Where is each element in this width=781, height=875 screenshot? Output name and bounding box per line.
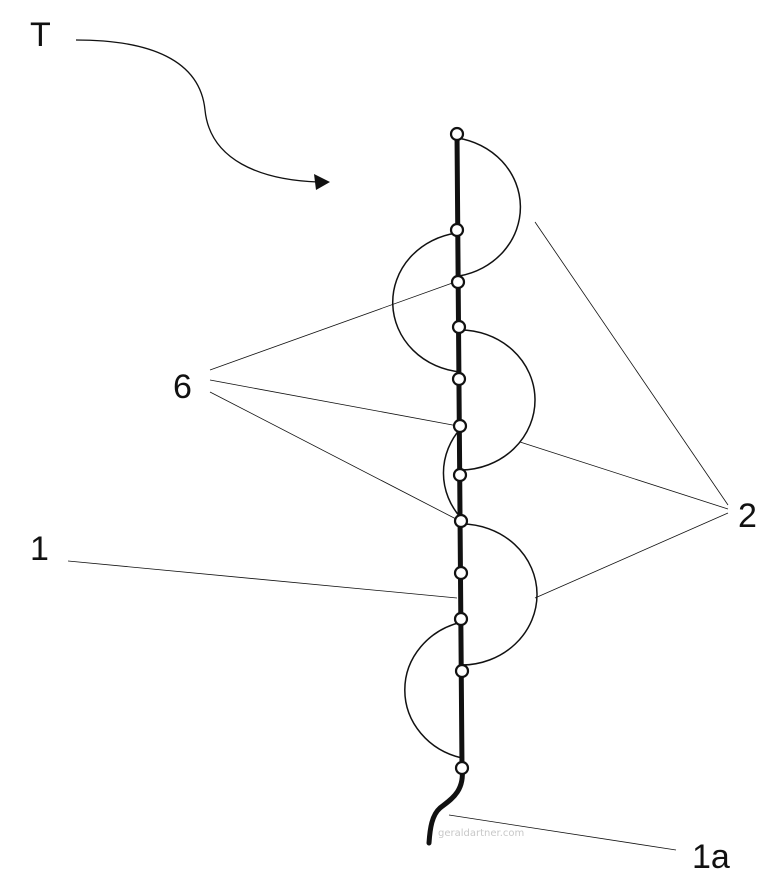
watermark: geraldartner.com xyxy=(438,828,524,839)
label-2: 2 xyxy=(738,497,757,535)
node xyxy=(454,760,470,776)
loop-left-2 xyxy=(442,427,462,519)
node xyxy=(454,663,470,679)
spine-tail xyxy=(426,765,465,846)
node xyxy=(453,513,469,529)
node xyxy=(453,565,469,581)
leader-2-b xyxy=(519,441,729,510)
node xyxy=(449,222,465,238)
node xyxy=(451,319,467,335)
label-1a: 1a xyxy=(692,838,730,875)
arrowhead-icon xyxy=(314,174,330,190)
loop-left-3 xyxy=(404,621,463,759)
loop-right-2 xyxy=(458,329,536,471)
loop-right-1 xyxy=(456,137,522,277)
leader-6-a xyxy=(209,280,459,371)
spine-line xyxy=(454,131,465,771)
leader-6-b xyxy=(209,379,459,427)
leader-6-c xyxy=(209,391,459,521)
label-6: 6 xyxy=(173,368,192,406)
arrow-t xyxy=(75,39,330,190)
leader-1a xyxy=(448,814,677,851)
loops xyxy=(391,137,538,759)
node xyxy=(451,371,467,387)
node xyxy=(450,274,466,290)
node xyxy=(449,126,465,142)
leader-1 xyxy=(67,560,458,599)
loop-left-1 xyxy=(391,232,462,373)
nodes xyxy=(449,126,470,776)
spine xyxy=(426,131,465,846)
leader-lines xyxy=(67,221,729,851)
leader-2-a xyxy=(534,221,729,506)
leader-2-c xyxy=(534,512,729,599)
label-1: 1 xyxy=(30,530,49,568)
arrow-t-curve xyxy=(75,39,319,183)
node xyxy=(452,418,468,434)
label-t: T xyxy=(30,16,51,54)
node xyxy=(453,611,469,627)
node xyxy=(452,467,468,483)
loop-right-3 xyxy=(460,523,538,666)
